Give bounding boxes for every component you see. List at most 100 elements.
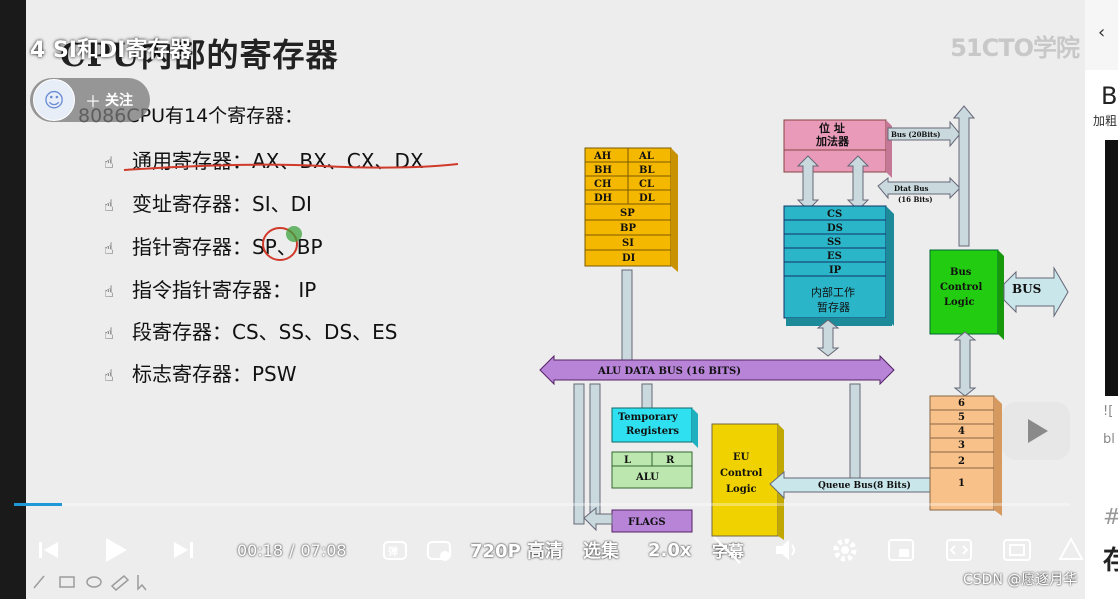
danmaku-settings-icon — [427, 541, 451, 561]
svg-text:暂存器: 暂存器 — [817, 300, 850, 314]
hand-bullet-icon: ☝ — [104, 239, 114, 258]
alu-block: L R ALU — [611, 451, 693, 489]
slide-title: CPU内部的寄存器 — [60, 36, 339, 74]
svg-text:1: 1 — [958, 478, 965, 489]
progress-fill — [14, 503, 62, 506]
svg-text:L: L — [624, 455, 631, 466]
reg-di: DI — [622, 253, 636, 264]
reg-dl: DL — [639, 193, 655, 204]
svg-text:Dtat Bus: Dtat Bus — [894, 184, 929, 193]
fullscreen-icon — [1003, 539, 1031, 561]
svg-text:Registers: Registers — [626, 426, 679, 437]
svg-text:位 址: 位 址 — [819, 121, 845, 135]
current-time: 00:18 — [237, 540, 284, 560]
widescreen-icon — [946, 539, 972, 561]
svg-text:Queue Bus(8 Bits): Queue Bus(8 Bits) — [818, 480, 911, 491]
subtitle-off-icon — [713, 536, 741, 564]
svg-text:BUS: BUS — [1012, 282, 1041, 296]
reg-sp: SP — [620, 208, 635, 219]
side-text-2: bl — [1103, 432, 1115, 447]
pip-icon — [888, 539, 914, 561]
reg-dh: DH — [594, 193, 612, 204]
skip-previous-icon — [39, 542, 58, 558]
general-registers-block: AH AL BH BL CH CL DH DL SP BP SI DI — [584, 147, 678, 272]
address-adder-block: 位 址 加法器 — [783, 119, 892, 178]
danmaku-settings[interactable] — [426, 520, 452, 580]
instruction-queue-block: 6 5 4 3 2 1 — [929, 395, 1002, 516]
svg-text:6: 6 — [958, 398, 965, 409]
side-big-text: 存 — [1103, 546, 1118, 576]
settings-button[interactable] — [831, 520, 859, 580]
hand-bullet-icon: ☝ — [104, 324, 114, 343]
previous-button[interactable] — [36, 520, 60, 580]
svg-text:Logic: Logic — [944, 297, 975, 308]
svg-text:ALU: ALU — [635, 472, 659, 483]
picture-in-picture-button[interactable] — [887, 520, 915, 580]
bullet-index-regs: ☝变址寄存器：SI、DI — [104, 192, 312, 216]
svg-text:5: 5 — [958, 412, 965, 423]
hand-bullet-icon: ☝ — [104, 196, 114, 215]
subtitle-button[interactable]: 字幕 — [712, 520, 744, 580]
alu-data-bus: ALU DATA BUS (16 BITS) — [539, 354, 895, 386]
rect-tool-icon — [59, 576, 75, 588]
follow-button[interactable]: 关注 — [105, 93, 134, 109]
annotation-toolbar[interactable] — [30, 572, 160, 592]
volume-button[interactable] — [774, 520, 800, 580]
danmaku-toggle[interactable]: 弹 — [382, 520, 408, 580]
speed-button[interactable]: 2.0x — [648, 539, 692, 561]
episodes-button[interactable]: 选集 — [583, 541, 619, 562]
gear-icon — [833, 538, 857, 562]
bullet-general-regs: ☝通用寄存器：AX、BX、CX、DX — [104, 149, 424, 173]
reg-cl: CL — [639, 179, 654, 190]
bullet-flag-reg: ☝标志寄存器：PSW — [104, 362, 297, 386]
temporary-registers-block: Temporary Registers — [611, 407, 698, 448]
bus-control-logic-block: Bus Control Logic — [929, 249, 1004, 340]
skip-next-icon — [174, 542, 193, 558]
hand-bullet-icon: ☝ — [104, 153, 114, 172]
video-title: 4 SI和DI寄存器 — [30, 38, 192, 63]
hand-bullet-icon: ☝ — [104, 282, 114, 301]
time-display: 00:18 / 07:08 — [237, 540, 347, 560]
danmaku-icon: 弹 — [383, 541, 407, 560]
bilibili-play-badge-icon[interactable] — [1002, 402, 1070, 460]
svg-text:加法器: 加法器 — [815, 134, 850, 148]
svg-text:3: 3 — [958, 440, 965, 451]
svg-text:Control: Control — [720, 468, 762, 479]
next-button[interactable] — [172, 520, 196, 580]
fullscreen-button[interactable] — [1058, 520, 1084, 580]
right-panel: ‹ B 加粗 ![ bl # 存 — [1085, 0, 1118, 599]
svg-text:Bus: Bus — [950, 267, 972, 278]
avatar[interactable]: ☺ — [33, 79, 75, 121]
svg-text:CS: CS — [827, 209, 842, 220]
ellipse-tool-icon — [86, 576, 102, 588]
reg-si: SI — [622, 238, 634, 249]
web-fullscreen-button[interactable] — [1002, 520, 1032, 580]
svg-text:FLAGS: FLAGS — [628, 517, 666, 528]
play-button[interactable] — [100, 520, 130, 580]
chevron-left-icon[interactable]: ‹ — [1098, 22, 1106, 43]
quality-button[interactable]: 720P 高清 — [470, 541, 564, 562]
svg-text:DS: DS — [827, 223, 843, 234]
reg-bh: BH — [594, 165, 612, 176]
svg-text:(16 Bits): (16 Bits) — [898, 195, 933, 204]
slide: CPU内部的寄存器 51CTO学院 8086CPU有14个寄存器： ☝通用寄存器… — [26, 0, 1085, 599]
red-underline-annotation — [123, 163, 459, 171]
svg-text:SS: SS — [827, 237, 841, 248]
svg-text:ES: ES — [827, 251, 842, 262]
svg-text:4: 4 — [958, 426, 965, 437]
duration: 07:08 — [300, 540, 347, 560]
widescreen-button[interactable] — [945, 520, 973, 580]
progress-bar[interactable] — [14, 503, 1070, 506]
side-hash: # — [1103, 505, 1118, 530]
svg-text:EU: EU — [733, 452, 750, 463]
pointer-icon — [137, 575, 147, 591]
video-player[interactable]: CPU内部的寄存器 51CTO学院 8086CPU有14个寄存器： ☝通用寄存器… — [0, 0, 1085, 599]
csdn-credit: CSDN @愿逐月华 — [963, 572, 1078, 588]
volume-icon — [776, 540, 795, 560]
reg-bp: BP — [620, 223, 636, 234]
flags-block: FLAGS — [611, 509, 693, 533]
svg-text:Logic: Logic — [726, 484, 757, 495]
follow-uploader[interactable]: ☺ ＋ 关注 — [30, 78, 150, 122]
reg-bl: BL — [639, 165, 654, 176]
expand-icon — [1058, 537, 1084, 560]
